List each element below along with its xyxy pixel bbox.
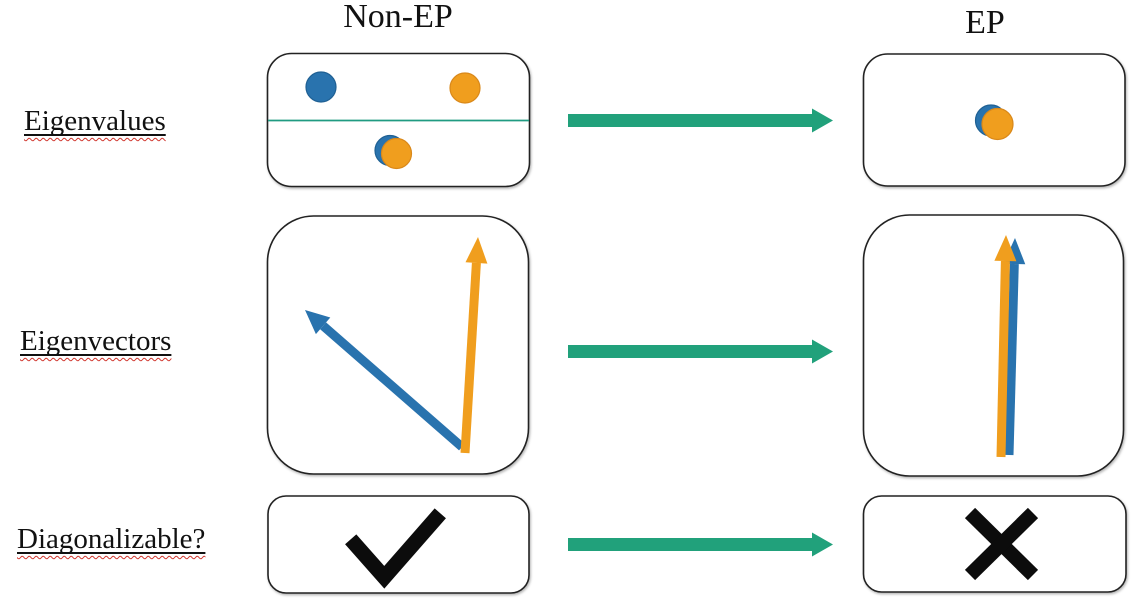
row-label-diagonalizable-text: Diagonalizable? [17, 523, 206, 555]
blue-eigenvalue-dot [305, 71, 337, 103]
transition-arrow-diagonalizable [568, 532, 833, 557]
cell-eigenvectors-ep [862, 214, 1125, 477]
orange-eigenvalue-dot [449, 72, 481, 104]
cell-eigenvalues-non-ep [266, 52, 531, 188]
row-label-eigenvectors-text: Eigenvectors [20, 325, 172, 357]
non-ep-column-title: Non-EP [343, 0, 453, 35]
merging-orange-eigenvalue-dot [380, 137, 413, 170]
cell-eigenvalues-ep [862, 53, 1126, 187]
cell-diagonalizable-non-ep [267, 495, 530, 594]
coalesced-orange-eigenvector-arrow-shaft [996, 260, 1010, 458]
right-arrow-shaft [568, 345, 812, 358]
row-label-eigenvalues-text: Eigenvalues [24, 105, 166, 137]
ep-eigenvectors-box [862, 214, 1125, 477]
ep-column-title: EP [965, 4, 1005, 41]
cross-icon-stroke-2 [964, 507, 1039, 581]
checkmark-icon [345, 508, 446, 589]
non-ep-eigenvectors-box [266, 215, 530, 475]
blue-eigenvector-arrow-head [305, 310, 331, 335]
coalesced-orange-eigenvalue-dot [981, 107, 1014, 141]
orange-eigenvector-arrow-head [465, 237, 488, 264]
blue-eigenvector-arrow-shaft [320, 322, 465, 451]
coalesced-orange-eigenvector-arrow-head [994, 235, 1017, 262]
coalesced-blue-eigenvector-arrow-shaft [1004, 263, 1019, 456]
right-arrow-head [812, 108, 833, 133]
right-arrow-shaft [568, 538, 812, 551]
orange-eigenvector-arrow-shaft [460, 262, 481, 454]
right-arrow-head [812, 339, 833, 364]
transition-arrow-eigenvalues [568, 108, 833, 133]
cell-eigenvectors-non-ep [266, 215, 530, 475]
transition-arrow-eigenvectors [568, 339, 833, 364]
row-label-eigenvalues: Eigenvalues [24, 107, 166, 136]
row-label-diagonalizable: Diagonalizable? [17, 525, 205, 554]
row-label-eigenvectors: Eigenvectors [20, 327, 171, 356]
non-ep-diagonalizable-box [267, 495, 530, 594]
right-arrow-shaft [568, 114, 812, 127]
cell-diagonalizable-ep [862, 495, 1127, 593]
right-arrow-head [812, 532, 833, 557]
